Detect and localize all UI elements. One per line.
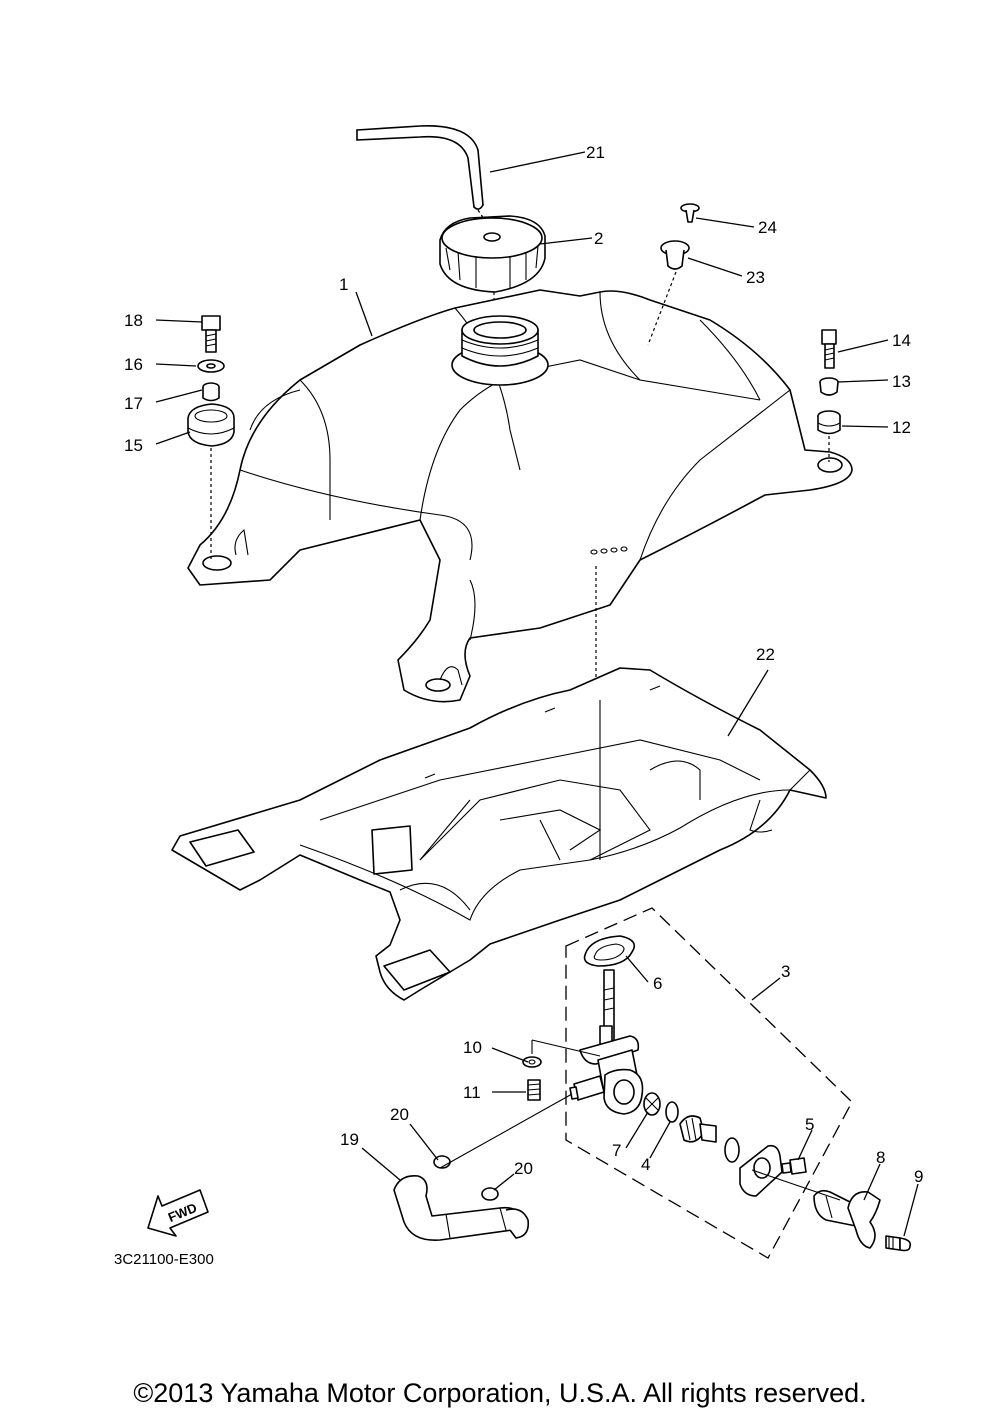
fwd-arrow-icon: FWD	[147, 1189, 209, 1237]
washer-10	[522, 1056, 542, 1068]
callout-17: 17	[124, 394, 143, 413]
leader-lines	[155, 151, 919, 1237]
screw-5	[781, 1157, 807, 1175]
lever-plate	[739, 1144, 783, 1197]
collar-13	[819, 377, 839, 396]
collar-17	[202, 382, 220, 402]
diagram-code: 3C21100-E300	[114, 1251, 214, 1268]
callout-1: 1	[339, 275, 348, 294]
callout-21: 21	[586, 143, 605, 162]
tank-tray	[171, 667, 827, 1001]
petcock-bracket-line	[531, 1039, 601, 1057]
hose-guide-line	[439, 1093, 573, 1169]
callout-22: 22	[756, 645, 775, 664]
knob-guide-line	[751, 1169, 841, 1201]
callout-4: 4	[641, 1155, 650, 1174]
lever-knob-8	[813, 1189, 881, 1249]
callout-14: 14	[892, 331, 911, 350]
callout-6: 6	[653, 974, 662, 993]
screw-9	[885, 1235, 912, 1252]
fuel-cap	[439, 215, 546, 293]
callout-8: 8	[876, 1148, 885, 1167]
callout-24: 24	[758, 218, 777, 237]
wave-washer	[724, 1137, 740, 1163]
breather-hose	[356, 125, 484, 210]
callout-20-upper: 20	[390, 1105, 409, 1124]
callout-9: 9	[914, 1167, 923, 1186]
bolt-18	[201, 315, 221, 353]
hose-clamp-lower	[481, 1187, 499, 1201]
callout-3: 3	[781, 962, 790, 981]
callout-18: 18	[124, 311, 143, 330]
callout-16: 16	[124, 355, 143, 374]
callout-13: 13	[892, 372, 911, 391]
plug-23	[660, 240, 690, 270]
callout-2: 2	[594, 229, 603, 248]
washer-16	[197, 359, 225, 373]
gasket-6	[583, 935, 636, 967]
copyright-notice: ©2013 Yamaha Motor Corporation, U.S.A. A…	[133, 1378, 867, 1408]
valve-spindle	[679, 1115, 717, 1143]
callout-19: 19	[340, 1130, 359, 1149]
callouts: 21 2 1 24 23 18 16 17 15 14 13 12 22 3 6…	[124, 143, 923, 1186]
bolt-14	[821, 329, 837, 369]
seal-7	[643, 1092, 661, 1116]
grommet-12	[817, 410, 841, 435]
callout-20-lower: 20	[514, 1159, 533, 1178]
fuel-tank	[187, 289, 853, 703]
screw-24	[680, 203, 700, 223]
callout-12: 12	[892, 418, 911, 437]
callout-10: 10	[463, 1038, 482, 1057]
callout-23: 23	[746, 268, 765, 287]
oring-4	[665, 1101, 679, 1123]
fuel-hose	[393, 1174, 530, 1241]
callout-7: 7	[612, 1141, 621, 1160]
callout-5: 5	[805, 1115, 814, 1134]
fuel-cock	[569, 969, 644, 1115]
callout-15: 15	[124, 436, 143, 455]
callout-11: 11	[463, 1083, 481, 1102]
grommet-15	[187, 403, 235, 447]
plug-guide-line	[647, 271, 677, 346]
bolt-11	[527, 1079, 541, 1101]
